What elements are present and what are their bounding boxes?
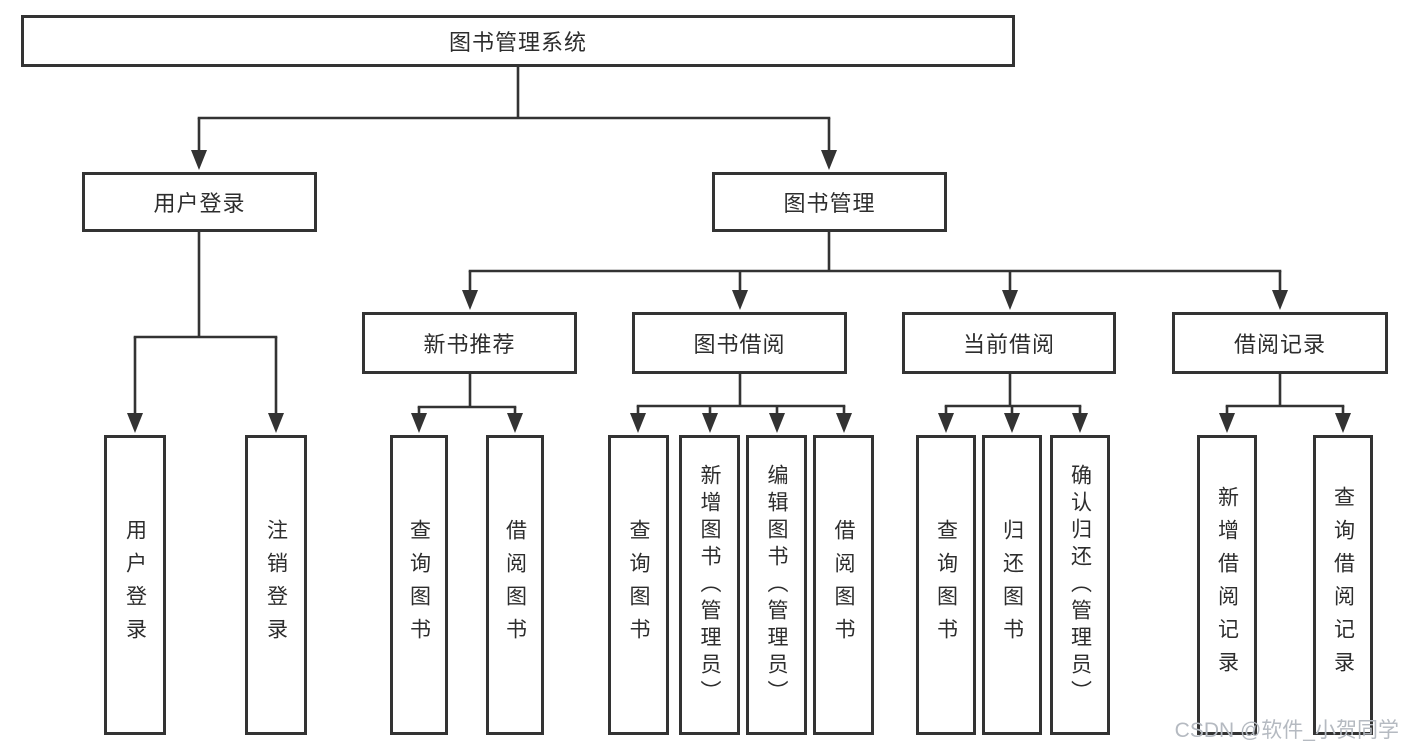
node-book-management: 图书管理 bbox=[712, 172, 947, 232]
leaf-edit-books-admin-label: 编辑图书（管理员） bbox=[765, 463, 788, 707]
leaf-user-login-label: 用户登录 bbox=[123, 519, 147, 651]
node-user-login: 用户登录 bbox=[82, 172, 317, 232]
leaf-add-borrow-record-label: 新增借阅记录 bbox=[1215, 486, 1239, 684]
leaf-current-query-books-label: 查询图书 bbox=[934, 519, 958, 651]
node-borrow-records: 借阅记录 bbox=[1172, 312, 1388, 374]
node-borrow-records-label: 借阅记录 bbox=[1233, 332, 1326, 357]
leaf-current-query-books: 查询图书 bbox=[916, 435, 976, 735]
leaf-add-books-admin-label: 新增图书（管理员） bbox=[698, 463, 721, 707]
leaf-recommend-query-books-label: 查询图书 bbox=[407, 519, 431, 651]
leaf-recommend-query-books: 查询图书 bbox=[390, 435, 448, 735]
node-root-label: 图书管理系统 bbox=[448, 30, 587, 55]
leaf-query-borrow-record-label: 查询借阅记录 bbox=[1331, 486, 1355, 684]
leaf-confirm-return-admin-label: 确认归还（管理员） bbox=[1068, 463, 1092, 707]
leaf-add-books-admin: 新增图书（管理员） bbox=[679, 435, 740, 735]
node-current-borrow: 当前借阅 bbox=[902, 312, 1116, 374]
leaf-logout-label: 注销登录 bbox=[264, 519, 288, 651]
leaf-edit-books-admin: 编辑图书（管理员） bbox=[746, 435, 807, 735]
leaf-user-login: 用户登录 bbox=[104, 435, 166, 735]
leaf-query-borrow-record: 查询借阅记录 bbox=[1313, 435, 1373, 735]
node-new-book-recommend: 新书推荐 bbox=[362, 312, 577, 374]
leaf-logout: 注销登录 bbox=[245, 435, 307, 735]
csdn-watermark: CSDN @软件_小贺同学 bbox=[1174, 719, 1399, 742]
leaf-borrow-query-books-label: 查询图书 bbox=[627, 519, 650, 651]
leaf-recommend-borrow-books: 借阅图书 bbox=[486, 435, 544, 735]
node-book-borrow-label: 图书借阅 bbox=[693, 332, 786, 357]
node-book-borrow: 图书借阅 bbox=[632, 312, 847, 374]
node-book-management-label: 图书管理 bbox=[783, 191, 876, 216]
leaf-borrow-books: 借阅图书 bbox=[813, 435, 874, 735]
leaf-confirm-return-admin: 确认归还（管理员） bbox=[1050, 435, 1110, 735]
leaf-borrow-query-books: 查询图书 bbox=[608, 435, 669, 735]
leaf-add-borrow-record: 新增借阅记录 bbox=[1197, 435, 1257, 735]
leaf-return-books-label: 归还图书 bbox=[1000, 519, 1024, 651]
node-new-book-recommend-label: 新书推荐 bbox=[423, 332, 516, 357]
leaf-return-books: 归还图书 bbox=[982, 435, 1042, 735]
node-current-borrow-label: 当前借阅 bbox=[962, 332, 1055, 357]
leaf-borrow-books-label: 借阅图书 bbox=[832, 519, 855, 651]
node-user-login-label: 用户登录 bbox=[153, 191, 246, 216]
node-root: 图书管理系统 bbox=[21, 15, 1015, 67]
leaf-recommend-borrow-books-label: 借阅图书 bbox=[503, 519, 527, 651]
